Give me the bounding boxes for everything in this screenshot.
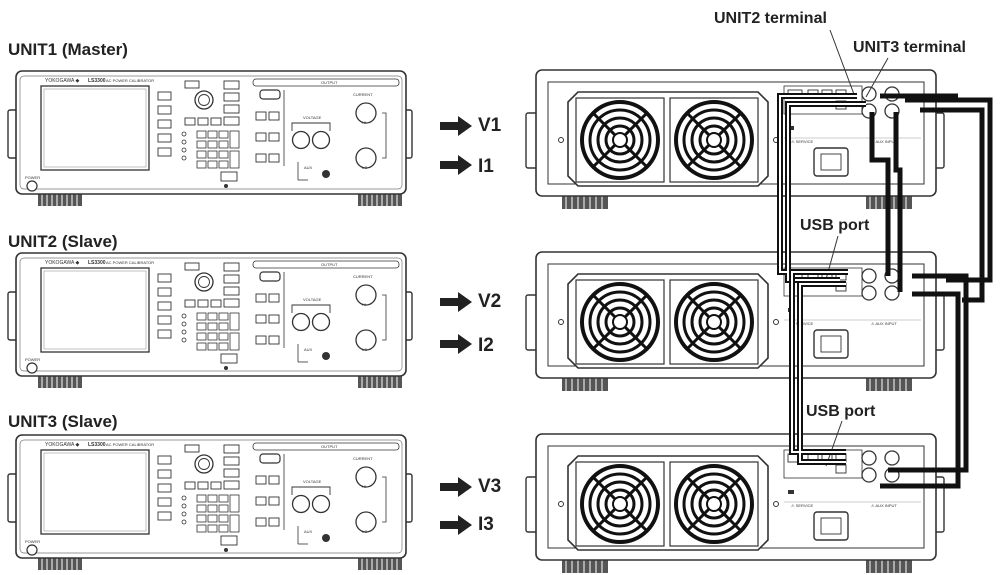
unit1-front-panel — [7, 70, 413, 207]
output-arrow-i2 — [440, 334, 472, 354]
unit1-rear-panel — [524, 68, 946, 211]
output-arrow-v1 — [440, 116, 472, 136]
unit3-terminal-callout: UNIT3 terminal — [853, 39, 966, 56]
usb-port-leader-2 — [825, 420, 843, 467]
output-label-i3: I3 — [478, 514, 494, 535]
output-label-v2: V2 — [478, 291, 502, 312]
unit3-terminal-leader — [865, 57, 889, 98]
unit2-front-panel — [7, 252, 413, 389]
unit3-front-panel — [7, 434, 413, 571]
output-arrow-i3 — [440, 515, 472, 535]
unit2-title: UNIT2 (Slave) — [8, 232, 118, 251]
unit1-title: UNIT1 (Master) — [8, 40, 128, 59]
unit2-rear-panel — [524, 250, 946, 393]
output-arrow-v2 — [440, 292, 472, 312]
unit2-terminal-callout: UNIT2 terminal — [714, 10, 827, 27]
unit3-title: UNIT3 (Slave) — [8, 412, 118, 431]
output-label-i1: I1 — [478, 156, 494, 177]
usb-port-leader-1 — [824, 235, 839, 284]
output-label-i2: I2 — [478, 335, 494, 356]
sync-cables — [777, 93, 993, 489]
usb-port-callout-1: USB port — [800, 217, 870, 234]
output-arrow-v3 — [440, 477, 472, 497]
output-label-v3: V3 — [478, 476, 502, 497]
output-label-v1: V1 — [478, 115, 502, 136]
output-arrow-i1 — [440, 155, 472, 175]
unit2-terminal-leader — [829, 29, 856, 98]
usb-port-callout-2: USB port — [806, 403, 876, 420]
unit3-rear-panel — [524, 432, 946, 575]
